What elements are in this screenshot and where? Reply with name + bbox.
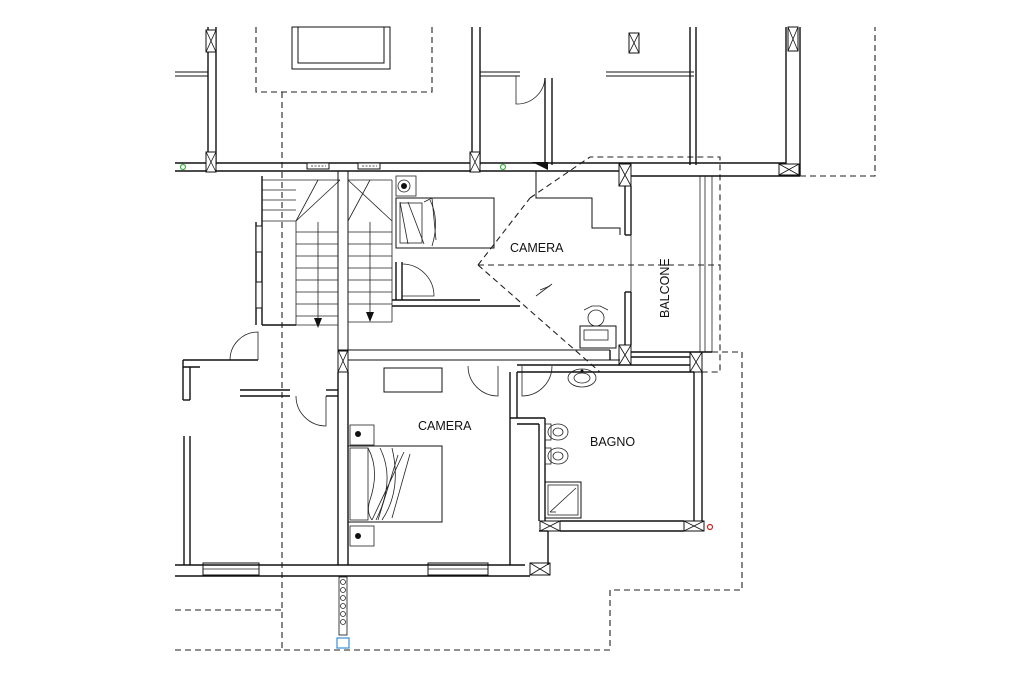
label-bagno: BAGNO [590,435,635,449]
bed-icon [395,197,495,249]
upper-walls [175,26,801,176]
shower-icon [544,481,582,519]
label-camera-bottom: CAMERA [418,419,472,433]
lower-walls [467,364,703,565]
left-walls [175,222,530,577]
double-bed-icon [347,367,443,547]
dashed-outlines [175,27,876,651]
survey-markers [179,163,714,531]
desk-chair-icon [395,175,617,349]
staircase-icon [261,170,393,352]
wall-windows [202,162,489,576]
balcone-walls [630,176,713,358]
label-camera-top: CAMERA [510,241,564,255]
toilet-icon [544,423,569,441]
main-horizontal-wall [175,162,800,177]
wall-hatch [336,576,350,649]
structural-columns [205,26,800,576]
bidet-icon [544,447,569,465]
sink-icon [567,368,597,388]
label-balcone: BALCONE [658,258,672,318]
